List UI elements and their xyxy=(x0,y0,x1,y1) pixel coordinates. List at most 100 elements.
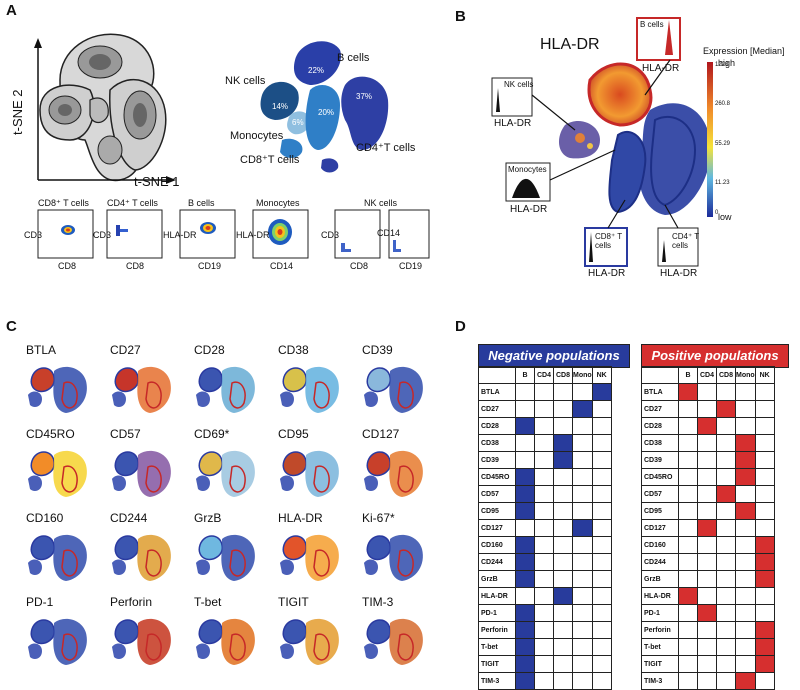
grid-cell xyxy=(572,536,593,554)
panel-b-figure xyxy=(491,17,713,267)
row-marker-label: T-bet xyxy=(641,638,679,656)
grid-cell xyxy=(534,400,554,418)
grid-cell xyxy=(735,400,756,418)
grid-cell xyxy=(534,434,554,452)
corner-cell xyxy=(478,366,516,384)
table-row: GrzB xyxy=(478,570,612,588)
grid-cell xyxy=(515,536,535,554)
marker-tsne-thumbnail xyxy=(196,618,255,665)
column-header: CD4 xyxy=(697,366,717,384)
dotplot-x-mono: CD14 xyxy=(270,261,294,271)
row-marker-label: TIM-3 xyxy=(641,672,679,690)
legend-tick-55: 55.29 xyxy=(715,141,731,147)
grid-cell xyxy=(678,621,698,639)
marker-label: GrzB xyxy=(194,511,222,525)
table-row: HLA-DR xyxy=(641,587,775,605)
grid-cell xyxy=(591,621,612,639)
marker-label: TIGIT xyxy=(278,595,309,609)
grid-cell xyxy=(735,655,756,673)
table-row: CD45RO xyxy=(641,468,775,486)
table-row: CD244 xyxy=(478,553,612,571)
grid-cell xyxy=(716,383,736,401)
row-marker-label: CD160 xyxy=(478,536,516,554)
grid-cell xyxy=(754,434,775,452)
marker-label: HLA-DR xyxy=(278,511,323,525)
grid-cell xyxy=(572,638,593,656)
grid-cell xyxy=(534,553,554,571)
grid-cell xyxy=(534,451,554,469)
dotplot-y-cd8: CD3 xyxy=(24,230,43,240)
grid-cell xyxy=(572,485,593,503)
dotplot-y-nk-cd3: CD3 xyxy=(321,230,340,240)
grid-cell xyxy=(572,570,593,588)
table-row: CD45RO xyxy=(478,468,612,486)
grid-cell xyxy=(754,587,775,605)
grid-cell xyxy=(534,468,554,486)
pop-label-nk-cells: NK cells xyxy=(225,75,266,87)
legend-tick-260: 260.8 xyxy=(715,101,731,107)
grid-cell xyxy=(572,672,593,690)
table-row: HLA-DR xyxy=(478,587,612,605)
grid-cell xyxy=(553,383,573,401)
table-row: PD-1 xyxy=(478,604,612,622)
dotplot-title-b: B cells xyxy=(188,198,215,208)
marker-tsne-thumbnail xyxy=(28,366,87,413)
dotplot-y-b: HLA-DR xyxy=(163,230,197,240)
table-row: CD39 xyxy=(478,451,612,469)
table-row: TIM-3 xyxy=(641,672,775,690)
marker-tsne-thumbnail xyxy=(280,366,339,413)
grid-cell xyxy=(697,400,717,418)
marker-label: CD244 xyxy=(110,511,148,525)
dotplot-title-mono: Monocytes xyxy=(256,198,300,208)
grid-cell xyxy=(572,553,593,571)
grid-cell xyxy=(534,502,554,520)
grid-cell xyxy=(553,570,573,588)
grid-cell xyxy=(735,417,756,435)
grid-cell xyxy=(754,604,775,622)
marker-tsne-thumbnail xyxy=(280,534,339,581)
legend-tick-0: 0 xyxy=(715,210,719,216)
grid-cell xyxy=(716,604,736,622)
row-marker-label: BTLA xyxy=(478,383,516,401)
grid-cell xyxy=(678,451,698,469)
grid-cell xyxy=(678,468,698,486)
grid-cell xyxy=(678,400,698,418)
grid-cell xyxy=(716,519,736,537)
column-header: CD8 xyxy=(553,366,573,384)
grid-cell xyxy=(515,570,535,588)
grid-cell xyxy=(553,434,573,452)
panel-letter-b: B xyxy=(455,8,466,25)
grid-cell xyxy=(735,604,756,622)
pop-pct-cd8-t-cells: 20% xyxy=(318,108,335,117)
marker-tsne-thumbnail xyxy=(364,450,423,497)
pop-pct-b-cells: 22% xyxy=(308,66,325,75)
row-marker-label: CD28 xyxy=(478,417,516,435)
positive-populations-header: Positive populations xyxy=(641,344,789,368)
grid-cell xyxy=(735,468,756,486)
grid-cell xyxy=(553,621,573,639)
grid-cell xyxy=(716,502,736,520)
grid-cell xyxy=(534,383,554,401)
grid-cell xyxy=(678,502,698,520)
marker-label: CD95 xyxy=(278,427,309,441)
table-row: CD57 xyxy=(641,485,775,503)
grid-cell xyxy=(553,587,573,605)
grid-cell xyxy=(754,621,775,639)
grid-cell xyxy=(591,604,612,622)
row-marker-label: Perforin xyxy=(478,621,516,639)
grid-cell xyxy=(716,553,736,571)
grid-cell xyxy=(697,485,717,503)
row-marker-label: CD244 xyxy=(478,553,516,571)
column-header: CD8 xyxy=(716,366,736,384)
grid-cell xyxy=(553,553,573,571)
grid-cell xyxy=(754,400,775,418)
grid-cell xyxy=(735,621,756,639)
grid-cell xyxy=(678,434,698,452)
grid-cell xyxy=(572,468,593,486)
marker-label: CD45RO xyxy=(26,427,75,441)
grid-cell xyxy=(754,451,775,469)
grid-cell xyxy=(716,400,736,418)
table-row: Perforin xyxy=(478,621,612,639)
tsne-contour-plot xyxy=(34,33,176,184)
marker-label: CD57 xyxy=(110,427,141,441)
